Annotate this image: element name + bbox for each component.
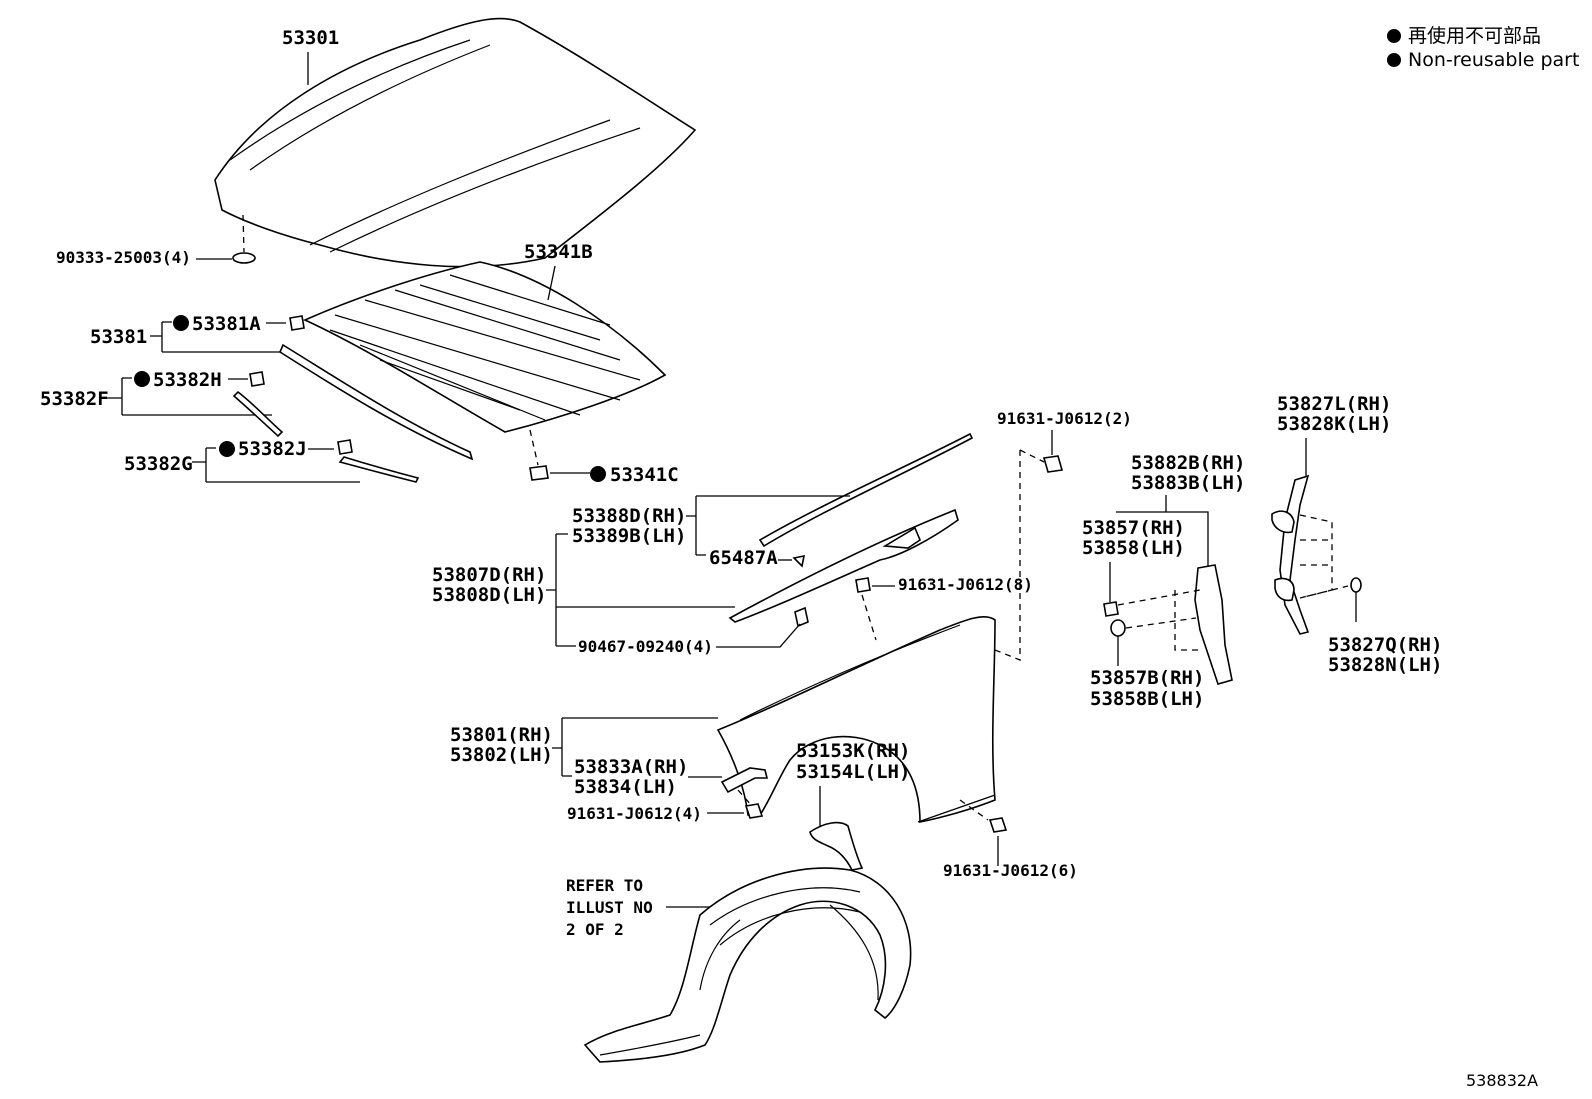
- seal-h-clip-part: [249, 371, 265, 387]
- label-nut-4: 91631-J0612(4): [567, 804, 702, 823]
- label-seal-f: 53382F: [40, 388, 109, 410]
- seal-l-lobe-part: [1271, 510, 1295, 534]
- cushion-b-part: [1110, 619, 1126, 637]
- nut-8-part: [855, 577, 871, 593]
- label-cushion-b-rh: 53857B(RH): [1090, 667, 1204, 689]
- leader-screw-90467: [716, 623, 801, 648]
- hood-seal-strip-part: [278, 343, 474, 461]
- nut-6-dash: [959, 799, 989, 821]
- hood-bumper-part: [232, 252, 256, 264]
- non-reusable-dot-icon: [134, 371, 150, 387]
- label-fender-lh: 53802(LH): [450, 744, 553, 766]
- label-hood: 53301: [282, 27, 339, 49]
- label-clip-q-rh: 53827Q(RH): [1328, 634, 1442, 656]
- label-hood-bumper: 90333-25003(4): [56, 248, 191, 267]
- seal-l-part: [1279, 474, 1310, 635]
- nut-2-dash: [994, 449, 1045, 661]
- legend: 再使用不可部品 Non-reusable part: [1387, 25, 1579, 71]
- nut-8-dash: [861, 594, 877, 641]
- cowl-strip-bracket-part: [882, 526, 921, 549]
- label-brace-rh: 53882B(RH): [1131, 452, 1245, 474]
- legend-jp: 再使用不可部品: [1408, 25, 1541, 47]
- label-cushion-lh: 53858(LH): [1082, 537, 1185, 559]
- label-refer-1: REFER TO: [566, 876, 643, 895]
- leader-insulator-clip-dash: [529, 429, 539, 466]
- label-hood-seal-assy: 53381: [90, 326, 147, 348]
- seal-l-dash: [1299, 514, 1349, 599]
- label-mudguard-rh: 53153K(RH): [796, 740, 910, 762]
- clip-65487a-part: [792, 554, 806, 568]
- label-hood-insulator: 53341B: [524, 241, 593, 263]
- seal-h-strip-part: [232, 390, 284, 438]
- leader-nut-4-dash: [737, 789, 753, 807]
- seal-j-clip-part: [337, 439, 353, 455]
- nut-6-part: [988, 817, 1008, 833]
- hood-seal-clip-part: [289, 315, 305, 331]
- label-cowl-rh: 53388D(RH): [572, 505, 686, 527]
- label-mudguard-lh: 53154L(LH): [796, 761, 910, 783]
- label-cushion-b-lh: 53858B(LH): [1090, 688, 1204, 710]
- bracket-part: [720, 767, 769, 794]
- label-refer-2: ILLUST NO: [566, 898, 653, 917]
- nut-4-part: [744, 803, 764, 819]
- fender-liner-part: [583, 867, 912, 1063]
- clip-q-part: [1350, 577, 1362, 593]
- non-reusable-dot-icon: [1387, 29, 1401, 43]
- label-clip-n-lh: 53828N(LH): [1328, 654, 1442, 676]
- figure-code: 538832A: [1466, 1071, 1538, 1090]
- label-nut-6: 91631-J0612(6): [943, 861, 1078, 880]
- legend-en: Non-reusable part: [1408, 49, 1579, 71]
- cowl-strip-upper-part: [758, 432, 974, 548]
- non-reusable-dot-icon: [173, 315, 189, 331]
- cushion-dash: [1117, 589, 1201, 629]
- label-seal-j: 53382J: [238, 438, 307, 460]
- label-screw-90467: 90467-09240(4): [578, 637, 713, 656]
- label-clip-65487a: 65487A: [709, 547, 778, 569]
- fender-part: [716, 615, 996, 823]
- nut-2-part: [1042, 455, 1064, 473]
- non-reusable-dot-icon: [1387, 53, 1401, 67]
- label-seal-k-lh: 53828K(LH): [1277, 413, 1391, 435]
- seal-j-strip-part: [338, 456, 420, 483]
- insulator-clip-part: [529, 465, 549, 481]
- label-nut-2: 91631-J0612(2): [997, 409, 1132, 428]
- leader-hood-insulator: [547, 265, 556, 301]
- leader-seal-f: [106, 377, 272, 416]
- label-cowl-lh: 53389B(LH): [572, 525, 686, 547]
- mudguard-part: [809, 821, 864, 871]
- brace-part: [1194, 564, 1233, 685]
- label-fender-seal-rh: 53807D(RH): [432, 564, 546, 586]
- leader-seal-g: [192, 447, 360, 483]
- label-fender-seal-lh: 53808D(LH): [432, 584, 546, 606]
- hood-part: [214, 17, 697, 268]
- non-reusable-dot-icon: [219, 441, 235, 457]
- label-bracket-rh: 53833A(RH): [574, 756, 688, 778]
- label-seal-h: 53382H: [153, 369, 222, 391]
- hood-insulator-part: [303, 261, 667, 433]
- label-seal-l-rh: 53827L(RH): [1277, 393, 1391, 415]
- label-brace-lh: 53883B(LH): [1131, 472, 1245, 494]
- label-bracket-lh: 53834(LH): [574, 776, 677, 798]
- seal-l-lobe2-part: [1274, 577, 1295, 602]
- label-seal-g: 53382G: [124, 453, 193, 475]
- label-refer-3: 2 OF 2: [566, 920, 624, 939]
- fender-seal-screw-part: [794, 606, 809, 628]
- leader-brace: [1116, 495, 1209, 575]
- label-fender-rh: 53801(RH): [450, 724, 553, 746]
- cushion-part: [1103, 601, 1119, 617]
- label-insulator-clip: 53341C: [610, 464, 679, 486]
- label-nut-8: 91631-J0612(8): [898, 575, 1033, 594]
- non-reusable-dot-icon: [590, 466, 606, 482]
- leader-hood-seal-assy: [150, 321, 285, 353]
- leader-fender-seal: [546, 533, 735, 647]
- label-cushion-rh: 53857(RH): [1082, 517, 1185, 539]
- leader-cowl: [686, 495, 850, 556]
- label-hood-seal-clip: 53381A: [192, 313, 261, 335]
- brace-box-dash: [1174, 590, 1200, 651]
- leader-fender: [552, 717, 718, 777]
